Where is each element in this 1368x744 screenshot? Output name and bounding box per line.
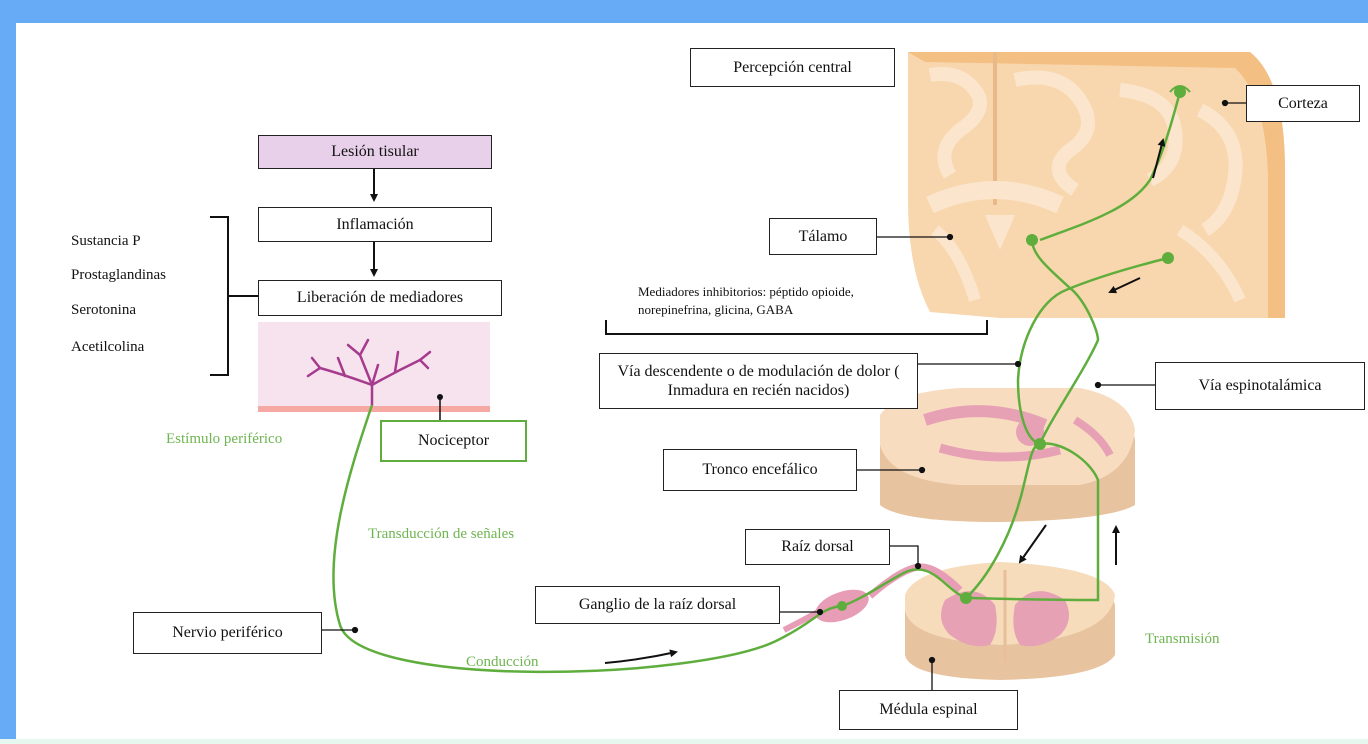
- inhibitory-mediators-note: Mediadores inhibitorios: péptido opioide…: [638, 283, 854, 318]
- spinothalamic-tract-box: Vía espinotalámica: [1155, 362, 1365, 410]
- mediator-acetylcholine: Acetilcolina: [71, 339, 144, 356]
- cortex-box: Corteza: [1246, 85, 1360, 122]
- dorsal-root-box: Raíz dorsal: [745, 529, 890, 565]
- thalamus-box: Tálamo: [769, 218, 877, 255]
- descending-pathway-box: Vía descendente o de modulación de dolor…: [599, 353, 918, 409]
- dorsal-root-ganglion-box: Ganglio de la raíz dorsal: [535, 586, 780, 624]
- mediator-serotonin: Serotonina: [71, 302, 136, 319]
- inhibitory-line-1: Mediadores inhibitorios: péptido opioide…: [638, 283, 854, 301]
- mediator-prostaglandins: Prostaglandinas: [71, 267, 166, 284]
- inhibitory-bracket: [606, 320, 987, 334]
- inhibitory-line-2: norepinefrina, glicina, GABA: [638, 301, 854, 319]
- spinal-cord-section: [905, 562, 1115, 680]
- mediators-bracket: [210, 217, 258, 375]
- lesion-box: Lesión tisular: [258, 135, 492, 169]
- brainstem-box: Tronco encefálico: [663, 449, 857, 491]
- nociceptor-box: Nociceptor: [380, 420, 527, 462]
- signal-transduction-label: Transducción de señales: [368, 526, 514, 543]
- peripheral-stimulus-label: Estímulo periférico: [166, 431, 282, 448]
- central-perception-box: Percepción central: [690, 48, 895, 87]
- transmission-label: Transmisión: [1145, 631, 1219, 648]
- mediator-substance-p: Sustancia P: [71, 233, 141, 250]
- conduction-label: Conducción: [466, 654, 539, 671]
- inflammation-box: Inflamación: [258, 207, 492, 242]
- peripheral-nerve-box: Nervio periférico: [133, 612, 322, 654]
- spinal-cord-box: Médula espinal: [839, 690, 1018, 730]
- peripheral-tissue: [258, 322, 490, 430]
- mediator-release-box: Liberación de mediadores: [258, 280, 502, 316]
